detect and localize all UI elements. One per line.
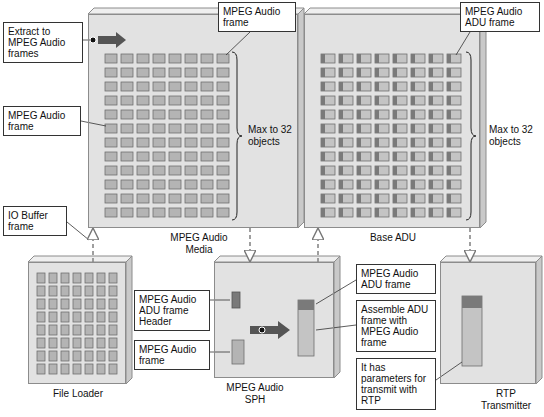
callout-box: MPEG Audio frame (218, 2, 296, 32)
block-label: RTP Transmitter (477, 388, 535, 411)
block-face (304, 14, 480, 228)
callout-box: MPEG Audio ADU frame (460, 2, 540, 32)
block-side (536, 256, 542, 384)
flow-arrow (469, 228, 471, 262)
adu-header (232, 292, 240, 308)
block-label: MPEG Audio SPH (223, 382, 287, 405)
callout-box: It has parameters for transmit with RTP (356, 358, 436, 410)
block-face (214, 262, 334, 378)
leader-line (81, 121, 106, 126)
callout-box: Assemble ADU frame with MPEG Audio frame (356, 300, 436, 352)
limit-note: Max to 32 objects (489, 124, 539, 148)
block-label: File Loader (43, 388, 113, 400)
callout-box: Extract to MPEG Audio frames (3, 22, 83, 63)
block-title: MPEG Audio Media (164, 232, 234, 255)
callout-text: MPEG Audio frame (8, 110, 76, 132)
limit-note: Max to 32 objects (248, 124, 298, 148)
process-arrow (250, 321, 290, 339)
leader-line (210, 352, 230, 353)
block-label: Base ADU (363, 232, 423, 244)
callout-text: It has parameters for transmit with RTP (361, 362, 431, 406)
block-side (334, 256, 340, 378)
buffer-frames (36, 272, 120, 376)
block-title: File Loader (43, 388, 113, 400)
callout-box: MPEG Audio ADU frame Header (134, 290, 210, 331)
adu-frames (320, 52, 464, 220)
adu-frame (298, 300, 314, 356)
block-title: RTP Transmitter (477, 388, 535, 411)
brace (232, 52, 242, 220)
callout-text: MPEG Audio frame (223, 6, 291, 28)
block-face (28, 262, 126, 384)
marker-dot (259, 327, 265, 333)
module-block: File Loader (28, 262, 126, 384)
audio-frame (232, 340, 244, 364)
module-block: MPEG Audio Media (88, 14, 298, 228)
flow-arrow (92, 228, 94, 262)
callout-text: IO Buffer frame (8, 210, 62, 232)
block-title: Base ADU (363, 232, 423, 244)
brace (466, 52, 476, 220)
leader-line (210, 300, 230, 301)
flow-arrow (249, 228, 251, 262)
adu-header (462, 296, 482, 308)
block-side (126, 256, 132, 384)
callout-text: MPEG Audio ADU frame Header (139, 294, 205, 327)
callout-text: MPEG Audio frame (139, 344, 205, 366)
marker-dot (90, 37, 96, 43)
process-arrow (98, 32, 126, 48)
callout-text: Extract to MPEG Audio frames (8, 26, 78, 59)
module-block: RTP Transmitter (440, 262, 536, 384)
leader-line (316, 325, 356, 330)
audio-frames (104, 52, 232, 220)
callout-box: IO Buffer frame (3, 206, 67, 236)
leader-line (456, 32, 470, 55)
block-label: MPEG Audio Media (164, 232, 234, 255)
block-title: MPEG Audio SPH (223, 382, 287, 405)
block-face (440, 262, 536, 384)
module-block: MPEG Audio SPH (214, 262, 334, 378)
adu-header (298, 300, 314, 310)
leader-line (226, 32, 250, 55)
block-face (88, 14, 298, 228)
leader-line (67, 222, 89, 240)
adu-frame (462, 296, 482, 366)
callout-text: Assemble ADU frame with MPEG Audio frame (361, 304, 431, 348)
flow-arrow (317, 228, 319, 262)
leader-line (316, 280, 356, 304)
callout-box: MPEG Audio frame (3, 106, 81, 136)
callout-box: MPEG Audio ADU frame (356, 264, 436, 294)
callout-text: MPEG Audio ADU frame (465, 6, 535, 28)
callout-text: MPEG Audio ADU frame (361, 268, 431, 290)
module-block: Base ADU (304, 14, 480, 228)
block-side (480, 8, 486, 228)
callout-box: MPEG Audio frame (134, 340, 210, 370)
